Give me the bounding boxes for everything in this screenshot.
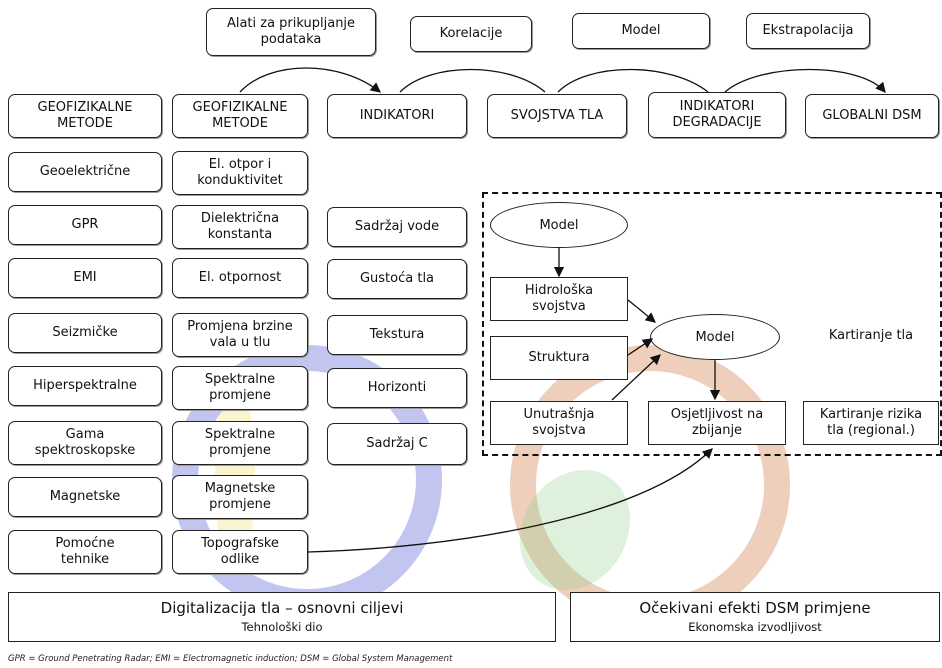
arrow-internal-to-model [611,354,661,401]
indicators-box: INDIKATORI [327,94,467,138]
col2-item: Dielektrična konstanta [172,205,308,249]
digitalization-title: Digitalizacija tla – osnovni ciljevi [160,599,404,617]
tools-box: Alati za prikupljanje podataka [206,8,376,56]
footnote: GPR = Ground Penetrating Radar; EMI = El… [8,654,453,664]
col1-item: Hiperspektralne [8,366,162,406]
arrow-hydrological-to-model [627,299,657,323]
col1-item: GPR [8,205,162,245]
col2-item: Promjena brzine vala u tlu [172,313,308,357]
arrow-topography-to-sensitivity [307,448,713,553]
arrow-indicators-to-properties [399,68,546,93]
extrapolation-box: Ekstrapolacija [746,13,870,49]
geophysical-methods-header-2: GEOFIZIKALNE METODE [172,94,308,138]
risk-mapping-box: Kartiranje rizika tla (regional.) [803,401,939,445]
compaction-sensitivity-box: Osjetljivost na zbijanje [648,401,786,445]
degradation-indicators-box: INDIKATORI DEGRADACIJE [648,92,786,138]
digitalization-subtitle: Tehnološki dio [241,620,323,634]
model-ellipse-center: Model [650,314,780,360]
model-ellipse-top: Model [490,202,628,248]
expected-effects-title: Očekivani efekti DSM primjene [639,599,871,617]
digitalization-goals-box: Digitalizacija tla – osnovni ciljevi Teh… [8,592,556,642]
geophysical-methods-header-1: GEOFIZIKALNE METODE [8,94,162,138]
col1-item: EMI [8,258,162,298]
col3-item: Sadržaj C [327,423,467,465]
col3-item: Gustoća tla [327,259,467,299]
soil-mapping-box: Kartiranje tla [803,316,939,356]
col2-item: Magnetske promjene [172,475,308,519]
col1-item: Magnetske [8,477,162,517]
col1-item: Pomoćne tehnike [8,530,162,574]
arrow-degradation-to-global [724,68,886,93]
arrow-methods-to-indicators [239,67,382,93]
col3-item: Sadržaj vode [327,207,467,247]
arrow-structure-to-model [627,338,654,356]
col2-item: El. otpor i konduktivitet [172,151,308,195]
col2-item: El. otpornost [172,258,308,298]
hydrological-properties-box: Hidrološka svojstva [490,277,628,321]
global-dsm-box: GLOBALNI DSM [805,94,939,138]
structure-box: Struktura [490,336,628,380]
col2-item: Topografske odlike [172,530,308,574]
col1-item: Gama spektroskopske [8,421,162,465]
col1-item: Seizmičke [8,313,162,353]
expected-effects-box: Očekivani efekti DSM primjene Ekonomska … [570,592,940,642]
soil-properties-box: SVOJSTVA TLA [487,94,627,138]
arrow-properties-to-degradation [557,68,709,93]
col2-item: Spektralne promjene [172,366,308,410]
correlations-box: Korelacije [410,16,532,52]
col2-item: Spektralne promjene [172,421,308,465]
model-top-box: Model [572,13,710,49]
col3-item: Tekstura [327,315,467,355]
col1-item: Geoelektrične [8,152,162,192]
col3-item: Horizonti [327,368,467,408]
internal-properties-box: Unutrašnja svojstva [490,401,628,445]
expected-effects-subtitle: Ekonomska izvodljivost [688,620,822,634]
